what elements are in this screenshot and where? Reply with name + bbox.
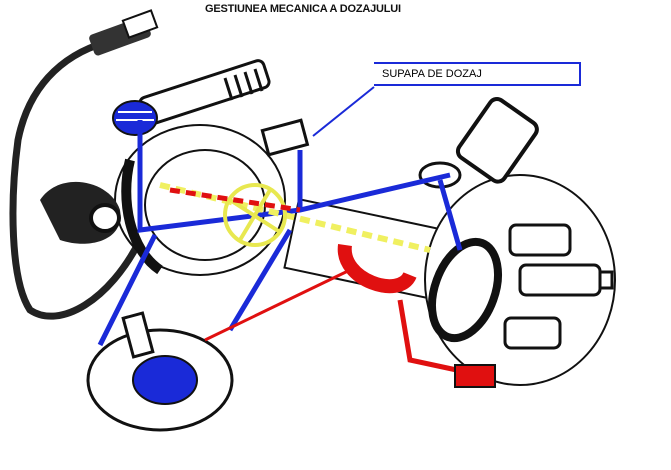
bottom-pump	[86, 311, 234, 432]
blue-linkage	[97, 120, 463, 347]
callout-label: SUPAPA DE DOZAJ	[382, 68, 482, 80]
callout-box: SUPAPA DE DOZAJ	[374, 62, 581, 86]
injector-nozzles	[503, 223, 614, 350]
left-bracket	[40, 181, 121, 244]
top-right-sensor	[418, 96, 539, 189]
page-title: GESTIUNEA MECANICA A DOZAJULUI	[205, 3, 401, 15]
callout-leader-line	[312, 86, 375, 137]
red-linkage	[169, 187, 496, 388]
hose	[9, 36, 144, 320]
yellow-linkage	[159, 182, 431, 253]
yellow-gear	[223, 183, 287, 247]
top-sensor	[89, 9, 159, 56]
spring-actuator	[112, 59, 271, 136]
dosing-valve	[260, 118, 310, 157]
